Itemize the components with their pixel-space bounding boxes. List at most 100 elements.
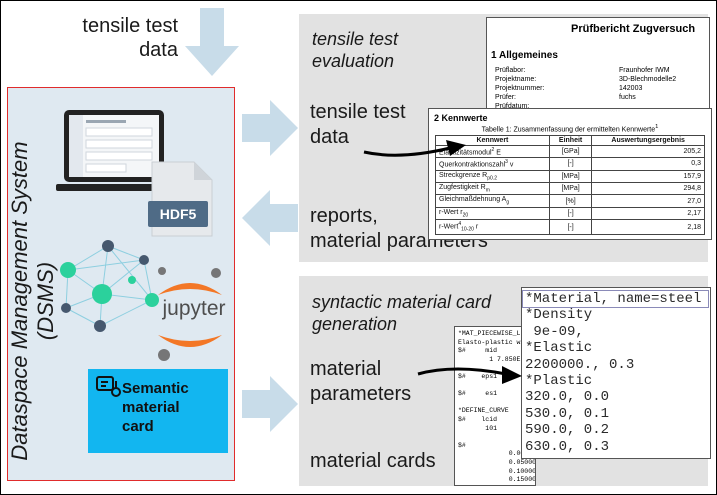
report-field-key: Prüfer: <box>495 94 517 101</box>
lsdyna-line: 0.000 <box>458 450 529 458</box>
kennwert-unit: [-] <box>548 157 593 171</box>
report-field-row: Projektname:3D-Blechmodelle2 <box>495 75 705 84</box>
kennwert-unit: [MPa] <box>548 182 593 196</box>
lsdyna-line: $# mid <box>458 347 498 355</box>
kennwerte-caption-sup: 1 <box>655 124 659 130</box>
abaqus-line: *Elastic <box>525 340 593 357</box>
jupyter-logo-icon <box>158 267 222 361</box>
curved-arrow-icon <box>363 140 466 157</box>
abaqus-line: 320.0, 0.0 <box>525 389 610 406</box>
lsdyna-line: 0.150000 0001.00 <box>508 476 536 484</box>
lsdyna-line: 101 <box>458 424 498 432</box>
dsms-sidebar: Dataspace Management System (DSMS) HDF5 <box>7 87 235 481</box>
kennwerte-section: 2 Kennwerte <box>434 113 488 123</box>
lsdyna-line: *MAT_PIECEWISE_LIN <box>458 330 529 337</box>
semantic-card-line1: Semantic <box>122 380 189 397</box>
top-input-label: tensile test data <box>60 14 178 62</box>
kennwerte-row: r-Wert410-20 r[-]2,18 <box>435 219 705 235</box>
abaqus-highlight-row <box>522 290 709 308</box>
right-arrow-icon-2 <box>242 376 298 432</box>
abaqus-line: *Density <box>525 307 593 324</box>
abaqus-line: 530.0, 0.1 <box>525 405 610 422</box>
eval-panel-title: tensile test evaluation <box>312 28 398 72</box>
kennwerte-document: 2 Kennwerte Tabelle 1: Zusammenfassung d… <box>428 108 712 240</box>
hdf5-badge: HDF5 <box>148 201 208 227</box>
kennwert-unit: [%] <box>548 194 593 208</box>
top-input-line2: data <box>139 39 178 61</box>
abaqus-line: *Plastic <box>525 373 593 390</box>
report-field-value: 142003 <box>619 85 643 92</box>
kennwert-value: 2,17 <box>591 206 705 221</box>
abaqus-line: 630.0, 0.3 <box>525 438 610 455</box>
kennwert-value: 294,8 <box>591 182 705 196</box>
report-section: 1 Allgemeines <box>491 50 558 61</box>
semantic-card-line3: card <box>122 418 154 435</box>
abaqus-line: *Material, name=steel <box>525 291 702 307</box>
lsdyna-line: $# <box>458 441 466 449</box>
kennwerte-header-cell: Einheit <box>548 135 593 146</box>
semantic-card-text: Semantic material card <box>122 379 189 436</box>
card-title-line1: syntactic material card <box>312 292 492 312</box>
kennwert-value: 2,18 <box>591 219 705 235</box>
kennwerte-row: Zugfestigkeit Rm[MPa]294,8 <box>435 182 705 196</box>
kennwerte-row: r-Wert r20[-]2,17 <box>435 206 705 221</box>
kennwert-name: Zugfestigkeit Rm <box>435 182 550 196</box>
report-document: Prüfbericht Zugversuch 1 Allgemeines Prü… <box>486 17 710 119</box>
report-field-row: Projektnummer: 142003 <box>495 84 705 93</box>
eval-input-label: tensile test data <box>310 100 406 150</box>
lsdyna-line: *DEFINE_CURVE <box>458 407 509 415</box>
kennwerte-row: Querkontraktionszahl3 v[-]0,3 <box>435 157 705 171</box>
card-input-label: material parameters <box>310 357 411 407</box>
report-field-row: Prüflabor:Fraunhofer IWM <box>495 66 705 75</box>
abaqus-line: 590.0, 0.2 <box>525 422 610 439</box>
report-title: Prüfbericht Zugversuch <box>571 23 696 35</box>
kennwerte-row: Elastizitätsmodul2 E[GPa]205,2 <box>435 144 705 159</box>
report-field-row: Prüfdatum: <box>495 102 705 111</box>
dsms-title-line1: Dataspace Management System <box>7 141 32 461</box>
abaqus-document: *Material, name=steel*Density 9e-09,*Ela… <box>521 287 711 459</box>
kennwert-value: 205,2 <box>591 144 705 159</box>
material-card-icon <box>96 376 121 397</box>
lsdyna-line: $# es1 <box>458 390 498 398</box>
down-arrow-icon <box>185 8 239 76</box>
kennwert-value: 27,0 <box>591 194 705 208</box>
eval-output-line1: reports, <box>310 205 378 227</box>
knowledge-graph-icon <box>60 240 159 332</box>
card-input-line1: material <box>310 358 382 380</box>
card-input-line2: parameters <box>310 383 412 405</box>
semantic-card-line2: material <box>122 399 180 416</box>
right-arrow-icon <box>242 100 298 156</box>
abaqus-line: 9e-09, <box>525 323 584 340</box>
kennwert-value: 0,3 <box>591 157 705 171</box>
kennwert-name: Gleichmaßdehnung Ag <box>435 194 550 208</box>
card-output-label: material cards <box>310 450 436 472</box>
kennwert-unit: [-] <box>548 219 593 235</box>
report-field-key: Projektnummer: <box>495 85 545 92</box>
laptop-icon <box>56 110 172 191</box>
kennwerte-row: Streckgrenze Rp0.2[MPa]157,9 <box>435 169 705 184</box>
kennwert-name: Streckgrenze Rp0.2 <box>435 169 550 184</box>
abaqus-lines: *Material, name=steel*Density 9e-09,*Ela… <box>525 291 701 455</box>
jupyter-label: jupyter <box>162 297 226 320</box>
abaqus-line: 2200000., 0.3 <box>525 356 635 373</box>
kennwert-unit: [MPa] <box>548 169 593 184</box>
kennwert-unit: [-] <box>548 206 593 221</box>
left-arrow-icon <box>242 190 298 246</box>
top-input-line1: tensile test <box>82 15 178 37</box>
eval-input-line1: tensile test <box>310 101 406 123</box>
report-field-row: Prüfer:fuchs <box>495 93 705 102</box>
kennwerte-caption-text: Tabelle 1: Zusammenfassung der ermittelt… <box>481 126 656 134</box>
card-panel-title: syntactic material card generation <box>312 291 491 335</box>
kennwert-name: r-Wert r20 <box>435 206 550 221</box>
report-field-key: Prüflabor: <box>495 67 526 74</box>
kennwerte-row: Gleichmaßdehnung Ag[%]27,0 <box>435 194 705 208</box>
curved-arrow-icon-2 <box>417 366 522 384</box>
lsdyna-line: $# eps1 <box>458 372 498 380</box>
kennwerte-header-cell: Auswertungsergebnis <box>591 135 705 146</box>
